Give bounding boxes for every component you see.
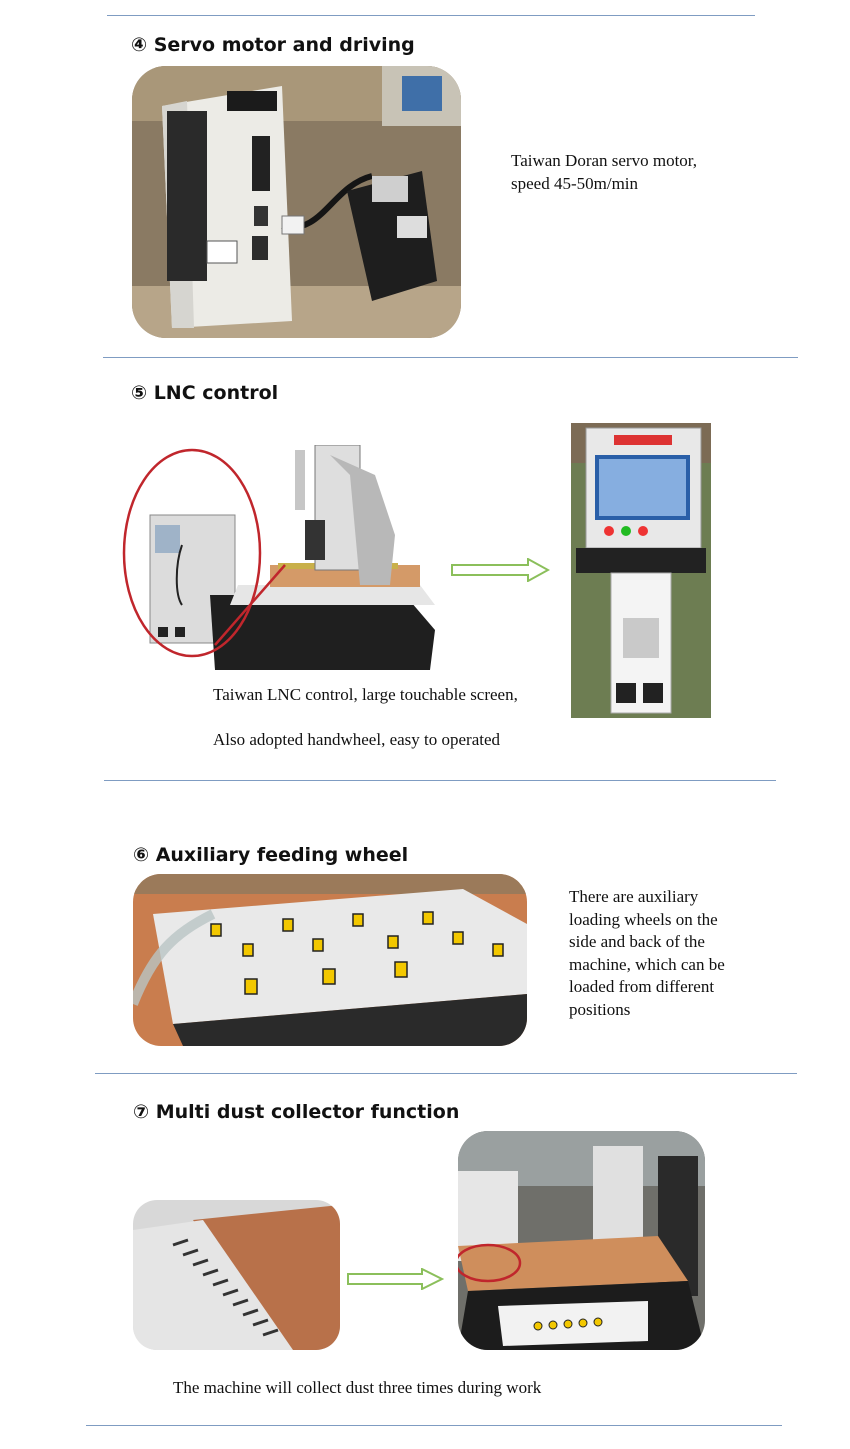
divider-2 (104, 780, 776, 781)
servo-description: Taiwan Doran servo motor, speed 45-50m/m… (511, 150, 771, 195)
dust-collector-machine-photo (458, 1131, 705, 1350)
section-heading-feeding: ⑥ Auxiliary feeding wheel (133, 844, 409, 866)
section-heading-lnc: ⑤ LNC control (131, 382, 279, 404)
section-heading-servo: ④ Servo motor and driving (131, 34, 415, 56)
feeding-line-2: loading wheels on the (569, 909, 718, 929)
arrow-right-icon (451, 558, 550, 582)
feeding-description: There are auxiliary loading wheels on th… (569, 886, 799, 1021)
servo-description-line-2: speed 45-50m/min (511, 173, 639, 193)
feeding-line-3: side and back of the (569, 932, 705, 951)
control-cabinet-photo (571, 423, 711, 718)
section-heading-dust: ⑦ Multi dust collector function (133, 1101, 460, 1123)
lnc-description-line-2: Also adopted handwheel, easy to operated (213, 730, 501, 749)
dust-collector-detail-photo (133, 1200, 340, 1350)
feeding-line-5: loaded from different (569, 977, 715, 996)
cnc-router-photo (120, 445, 440, 680)
servo-description-line-1: Taiwan Doran servo motor, (511, 151, 698, 170)
dust-description: The machine will collect dust three time… (173, 1378, 542, 1397)
divider-top (107, 15, 755, 16)
servo-photo (132, 66, 461, 338)
divider-3 (95, 1073, 797, 1074)
feeding-line-6: positions (569, 999, 631, 1019)
divider-bottom (86, 1425, 782, 1426)
lnc-description-line-1: Taiwan LNC control, large touchable scre… (213, 685, 518, 704)
arrow-right-icon (347, 1268, 444, 1290)
feeding-line-4: machine, which can be (569, 954, 725, 974)
divider-1 (103, 357, 798, 358)
feeding-wheel-photo (133, 874, 527, 1046)
feeding-line-1: There are auxiliary (569, 887, 699, 906)
